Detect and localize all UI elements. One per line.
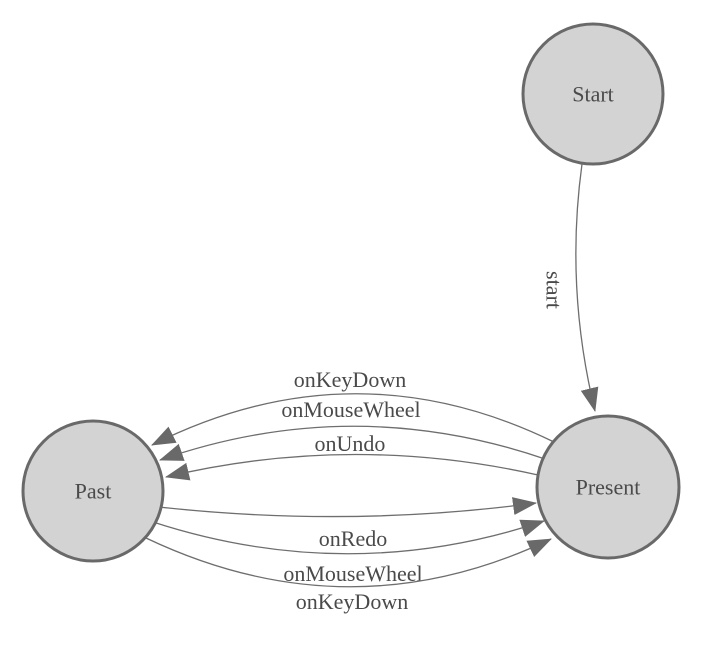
edge-label-onmousewheel-top: onMouseWheel (281, 397, 420, 422)
edge-line-onkeydown-top[interactable] (151, 393, 555, 446)
edge-line-onkeydown-bottom[interactable] (145, 537, 552, 588)
edge-line-onmousewheel-bottom[interactable] (152, 519, 545, 555)
node-present[interactable]: Present (535, 414, 681, 560)
edge-start-to-present[interactable]: start (541, 163, 599, 412)
edge-present-to-past-onundo[interactable]: onUndo (165, 431, 539, 481)
node-present-circle[interactable] (535, 414, 681, 560)
edge-past-to-present-onkeydown[interactable]: onKeyDown (145, 537, 552, 614)
node-past-circle[interactable] (21, 419, 165, 563)
node-start-circle[interactable] (521, 22, 665, 166)
edge-present-to-past-onkeydown[interactable]: onKeyDown (151, 367, 555, 446)
edge-label-onundo: onUndo (315, 431, 386, 456)
edge-label-onkeydown-bottom: onKeyDown (296, 589, 408, 614)
edge-label-onredo: onRedo (319, 526, 387, 551)
node-past-label: Past (75, 479, 112, 504)
edge-line-start[interactable] (575, 163, 599, 412)
node-past[interactable]: Past (21, 419, 165, 563)
edge-present-to-past-onmousewheel[interactable]: onMouseWheel (159, 397, 546, 461)
edge-past-to-present-onmousewheel[interactable]: onMouseWheel (152, 519, 545, 586)
edge-line-onundo[interactable] (165, 453, 539, 481)
edge-past-to-present-onredo[interactable]: onRedo (158, 497, 537, 551)
edge-line-onmousewheel-top[interactable] (159, 425, 546, 461)
node-start-label: Start (572, 82, 614, 107)
edge-line-onredo[interactable] (158, 497, 537, 518)
edge-label-start: start (541, 271, 566, 309)
edge-label-onkeydown-top: onKeyDown (294, 367, 406, 392)
edge-label-onmousewheel-bottom: onMouseWheel (283, 561, 422, 586)
node-start[interactable]: Start (521, 22, 665, 166)
node-present-label: Present (576, 475, 641, 500)
